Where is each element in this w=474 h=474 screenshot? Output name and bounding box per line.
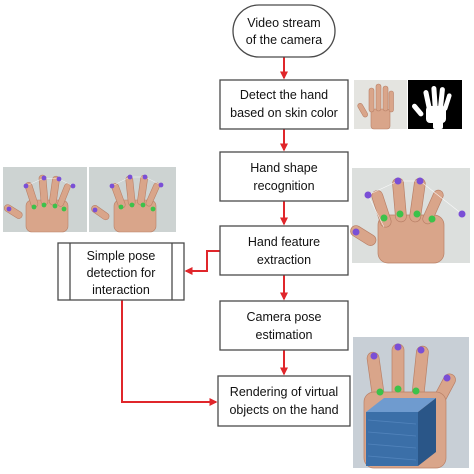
shape-recognition-label-line-2: recognition: [253, 179, 314, 193]
node-detect-hand: Detect the hand based on skin color: [219, 79, 349, 130]
node-feature-extraction: Hand feature extraction: [219, 225, 349, 276]
node-rendering: Rendering of virtual objects on the hand: [217, 375, 351, 427]
feature-extraction-label-line-2: extraction: [257, 253, 311, 267]
node-video-stream: Video stream of the camera: [232, 4, 336, 58]
arrow-feature-to-simple-pose: [184, 250, 222, 275]
rendering-label-line-2: objects on the hand: [229, 403, 338, 417]
feature-extraction-label-line-1: Hand feature: [248, 235, 320, 249]
simple-pose-label-line-1: Simple pose: [87, 249, 156, 263]
node-shape-recognition: Hand shape recognition: [219, 151, 349, 202]
fingertip-detection-photo-1: [3, 167, 87, 233]
ar-cube-on-hand-photo: [353, 337, 469, 469]
node-pose-estimation: Camera pose estimation: [219, 300, 349, 351]
arrow-simple-pose-to-rendering: [121, 300, 218, 406]
detect-hand-label-line-2: based on skin color: [230, 106, 338, 120]
video-stream-label-line-1: Video stream: [247, 16, 320, 30]
node-simple-pose: Simple pose detection for interaction: [57, 242, 185, 301]
video-stream-label-line-2: of the camera: [246, 33, 322, 47]
detect-hand-label-line-1: Detect the hand: [240, 88, 328, 102]
pose-estimation-label-line-2: estimation: [256, 328, 313, 342]
simple-pose-label-line-2: detection for: [87, 266, 156, 280]
skin-color-hand-photo: [354, 80, 407, 130]
skin-mask-binary-image: [408, 80, 462, 129]
hand-shape-markers-photo: [350, 168, 470, 264]
virtual-cube: [366, 398, 436, 466]
shape-recognition-label-line-1: Hand shape: [250, 161, 317, 175]
pose-estimation-label-line-1: Camera pose: [246, 310, 321, 324]
simple-pose-label-line-3: interaction: [92, 283, 150, 297]
fingertip-detection-photo-2: [89, 167, 176, 233]
connectors: [121, 57, 288, 406]
rendering-label-line-1: Rendering of virtual: [230, 385, 338, 399]
